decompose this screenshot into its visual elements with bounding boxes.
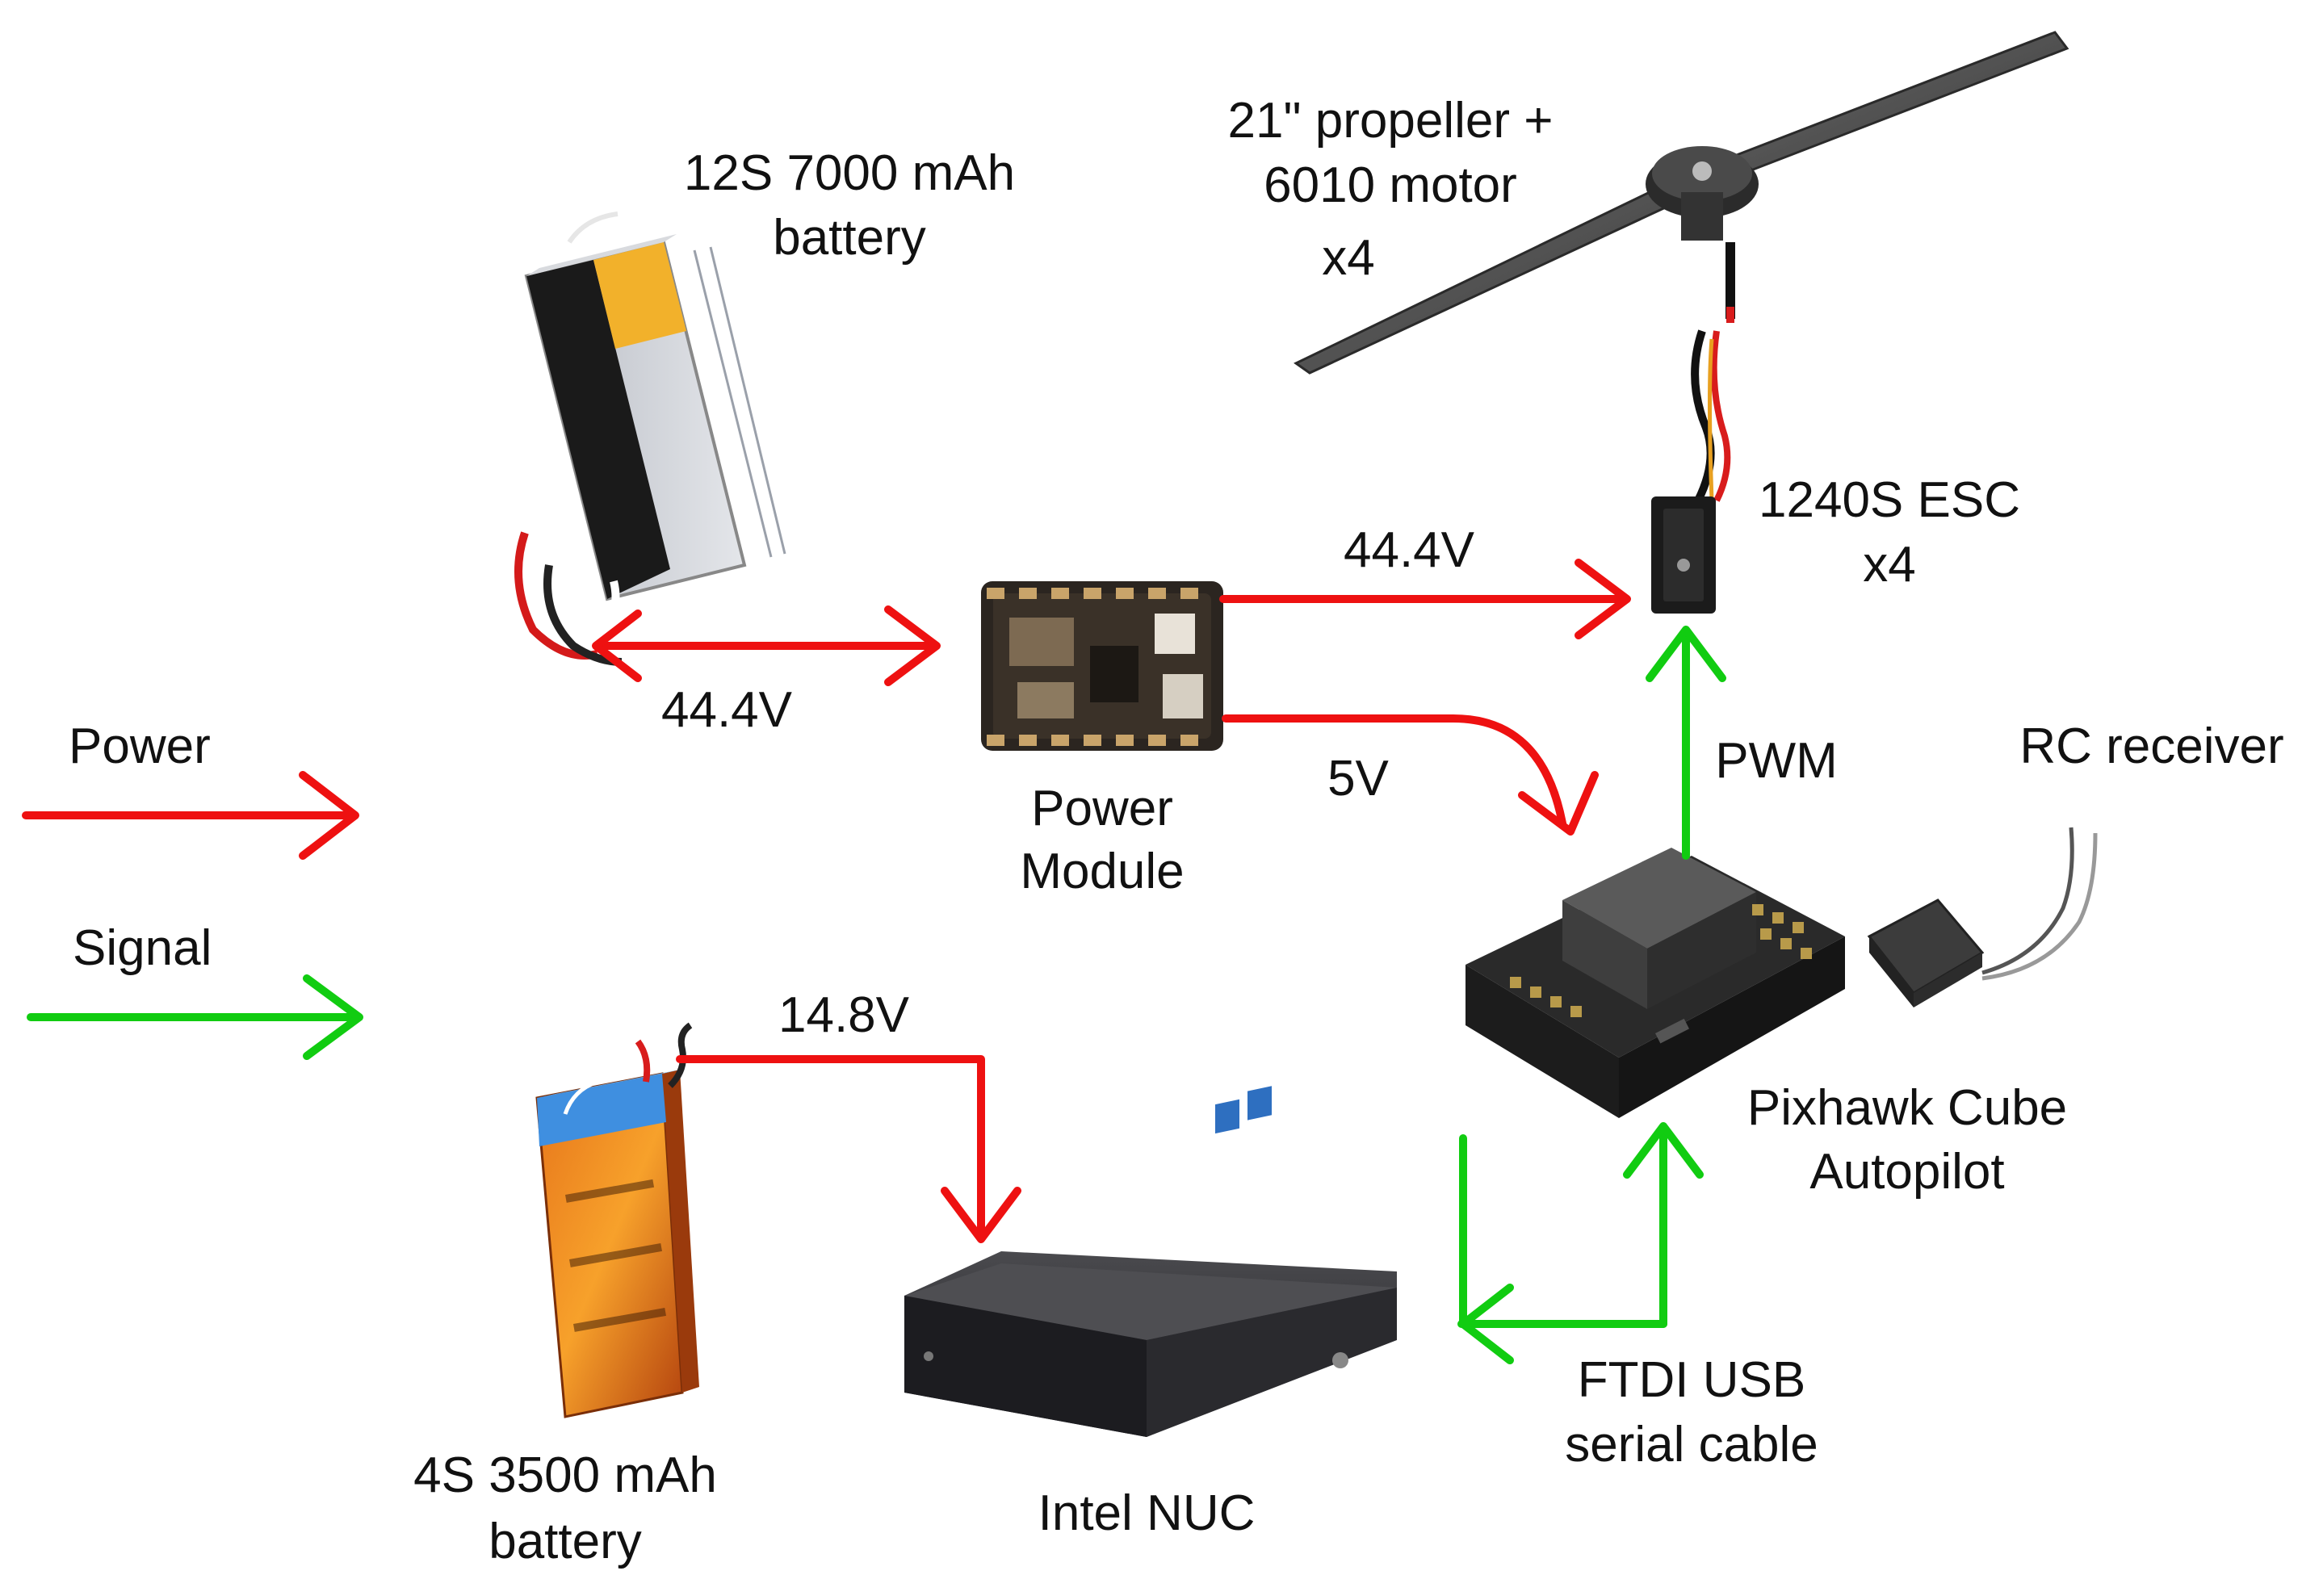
arrow-power-module-to-pixhawk [1222,714,1599,836]
arrow-power-module-to-esc [1219,559,1631,639]
legend-power-arrow [22,771,359,860]
rc-receiver-icon [1867,827,2098,1007]
voltage-label-battery-module: 44.4V [661,682,793,738]
lipo-battery-12s-icon [514,212,786,666]
propeller-motor-label-line-1: 21" propeller + [1228,93,1554,149]
legend-power-label: Power [69,718,211,774]
power-module-label-line-2: Module [1020,844,1184,899]
voltage-label-module-esc: 44.4V [1344,522,1475,578]
aux-battery-label-line-2: battery [489,1514,642,1569]
pixhawk-cube-icon [1466,848,1845,1118]
esc-label-line-2: x4 [1863,537,1915,593]
main-battery-label-line-1: 12S 7000 mAh [684,145,1015,201]
esc-label-line-1: 1240S ESC [1759,472,2020,528]
pixhawk-label-line-2: Autopilot [1809,1144,2004,1200]
main-battery-label-line-2: battery [773,210,926,266]
legend-signal-arrow [27,974,363,1060]
propeller-motor-icon [1294,31,2069,375]
voltage-label-module-pixhawk: 5V [1327,751,1389,806]
propeller-motor-label-line-3: x4 [1322,230,1374,286]
pixhawk-label-line-1: Pixhawk Cube [1747,1080,2067,1136]
intel-nuc-icon [904,1086,1397,1437]
ftdi-label-line-1: FTDI USB [1578,1352,1805,1408]
arrow-battery-to-power-module [592,605,941,686]
voltage-label-aux-battery-nuc: 14.8V [778,987,910,1043]
nuc-label: Intel NUC [1038,1485,1256,1541]
signal-label-pwm: PWM [1715,733,1838,789]
rc-receiver-label: RC receiver [2019,718,2283,774]
lipo-battery-4s-icon [535,1022,699,1418]
esc-icon [1651,329,1731,614]
arrow-aux-battery-to-nuc [676,1055,1021,1243]
ftdi-label-line-2: serial cable [1565,1417,1818,1472]
arrow-nuc-pixhawk-serial [1457,1122,1704,1364]
power-module-board-icon [981,581,1223,751]
legend-signal-label: Signal [73,920,212,976]
aux-battery-label-line-1: 4S 3500 mAh [413,1447,717,1503]
power-module-label-line-1: Power [1031,781,1173,836]
propeller-motor-label-line-2: 6010 motor [1264,157,1517,213]
arrow-pixhawk-to-esc-pwm [1646,626,1726,860]
